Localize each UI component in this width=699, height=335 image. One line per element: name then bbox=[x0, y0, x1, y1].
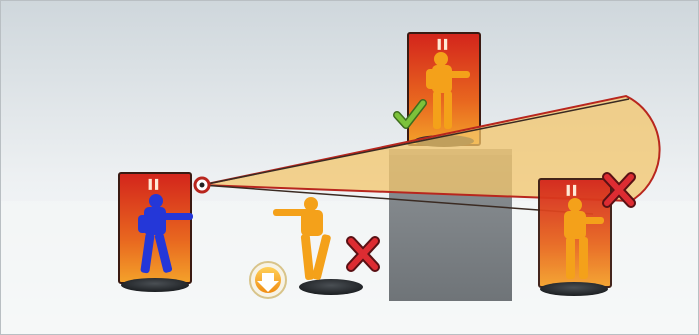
sight-origin-marker bbox=[195, 178, 209, 192]
card-pips: ▌▌ bbox=[567, 184, 580, 196]
enemy-card-right: ▌▌ bbox=[539, 179, 611, 296]
card-pips: ▌▌ bbox=[149, 178, 162, 190]
shooter-card: ▌▌ bbox=[119, 173, 193, 292]
card-pips: ▌▌ bbox=[438, 38, 451, 50]
prone-token bbox=[250, 262, 286, 298]
